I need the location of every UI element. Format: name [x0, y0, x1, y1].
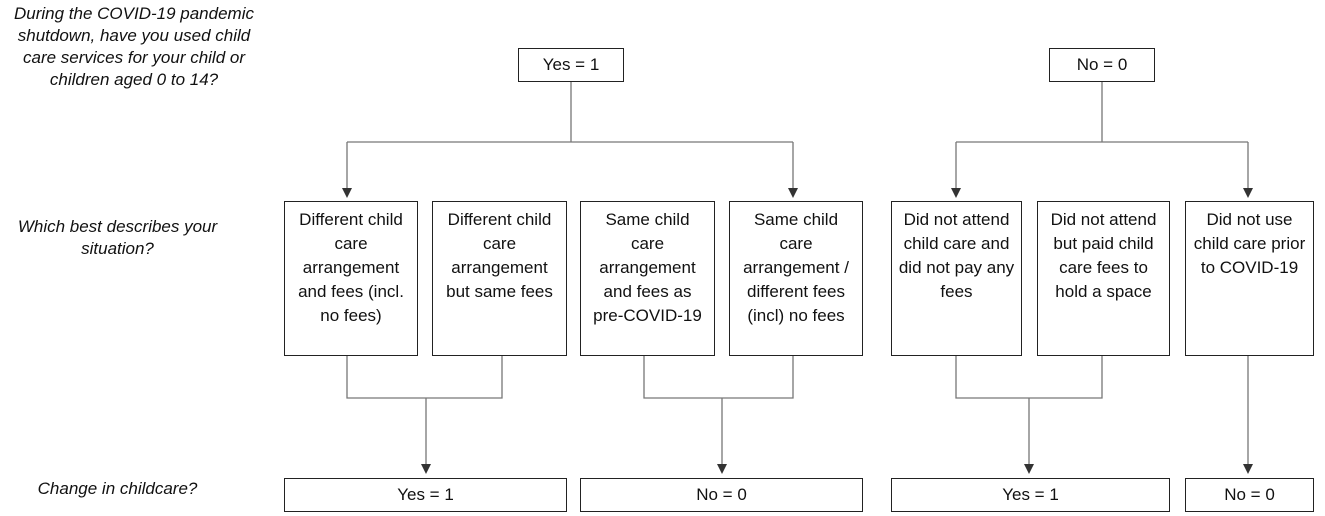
question-situation: Which best describes your situation?	[17, 217, 218, 258]
situation-box-same-arrangement-and-fees: Same child care arrangement and fees as …	[580, 201, 715, 356]
outcome-box-no-1: No = 0	[580, 478, 863, 512]
situation-box-did-not-attend-paid-fees: Did not attend but paid child care fees …	[1037, 201, 1170, 356]
situation-box-different-arrangement-same-fees: Different child care arrangement but sam…	[432, 201, 567, 356]
top-no-box: No = 0	[1049, 48, 1155, 82]
situation-box-did-not-use-prior: Did not use child care prior to COVID-19	[1185, 201, 1314, 356]
merge-connector-3	[955, 355, 1103, 470]
outcome-box-yes-2: Yes = 1	[891, 478, 1170, 512]
question-child-care-use: During the COVID-19 pandemic shutdown, h…	[13, 4, 254, 89]
situation-box-did-not-attend-no-fees: Did not attend child care and did not pa…	[891, 201, 1022, 356]
top-yes-box: Yes = 1	[518, 48, 624, 82]
no-branch-connector	[956, 81, 1248, 143]
situation-box-different-arrangement-and-fees: Different child care arrangement and fee…	[284, 201, 418, 356]
merge-connector-2	[643, 355, 794, 470]
outcome-box-yes-1: Yes = 1	[284, 478, 567, 512]
situation-box-same-arrangement-different-fees: Same child care arrangement / different …	[729, 201, 863, 356]
question-change-in-childcare: Change in childcare?	[37, 479, 198, 498]
outcome-box-no-2: No = 0	[1185, 478, 1314, 512]
merge-connector-1	[346, 355, 503, 470]
yes-branch-connector	[347, 81, 793, 143]
